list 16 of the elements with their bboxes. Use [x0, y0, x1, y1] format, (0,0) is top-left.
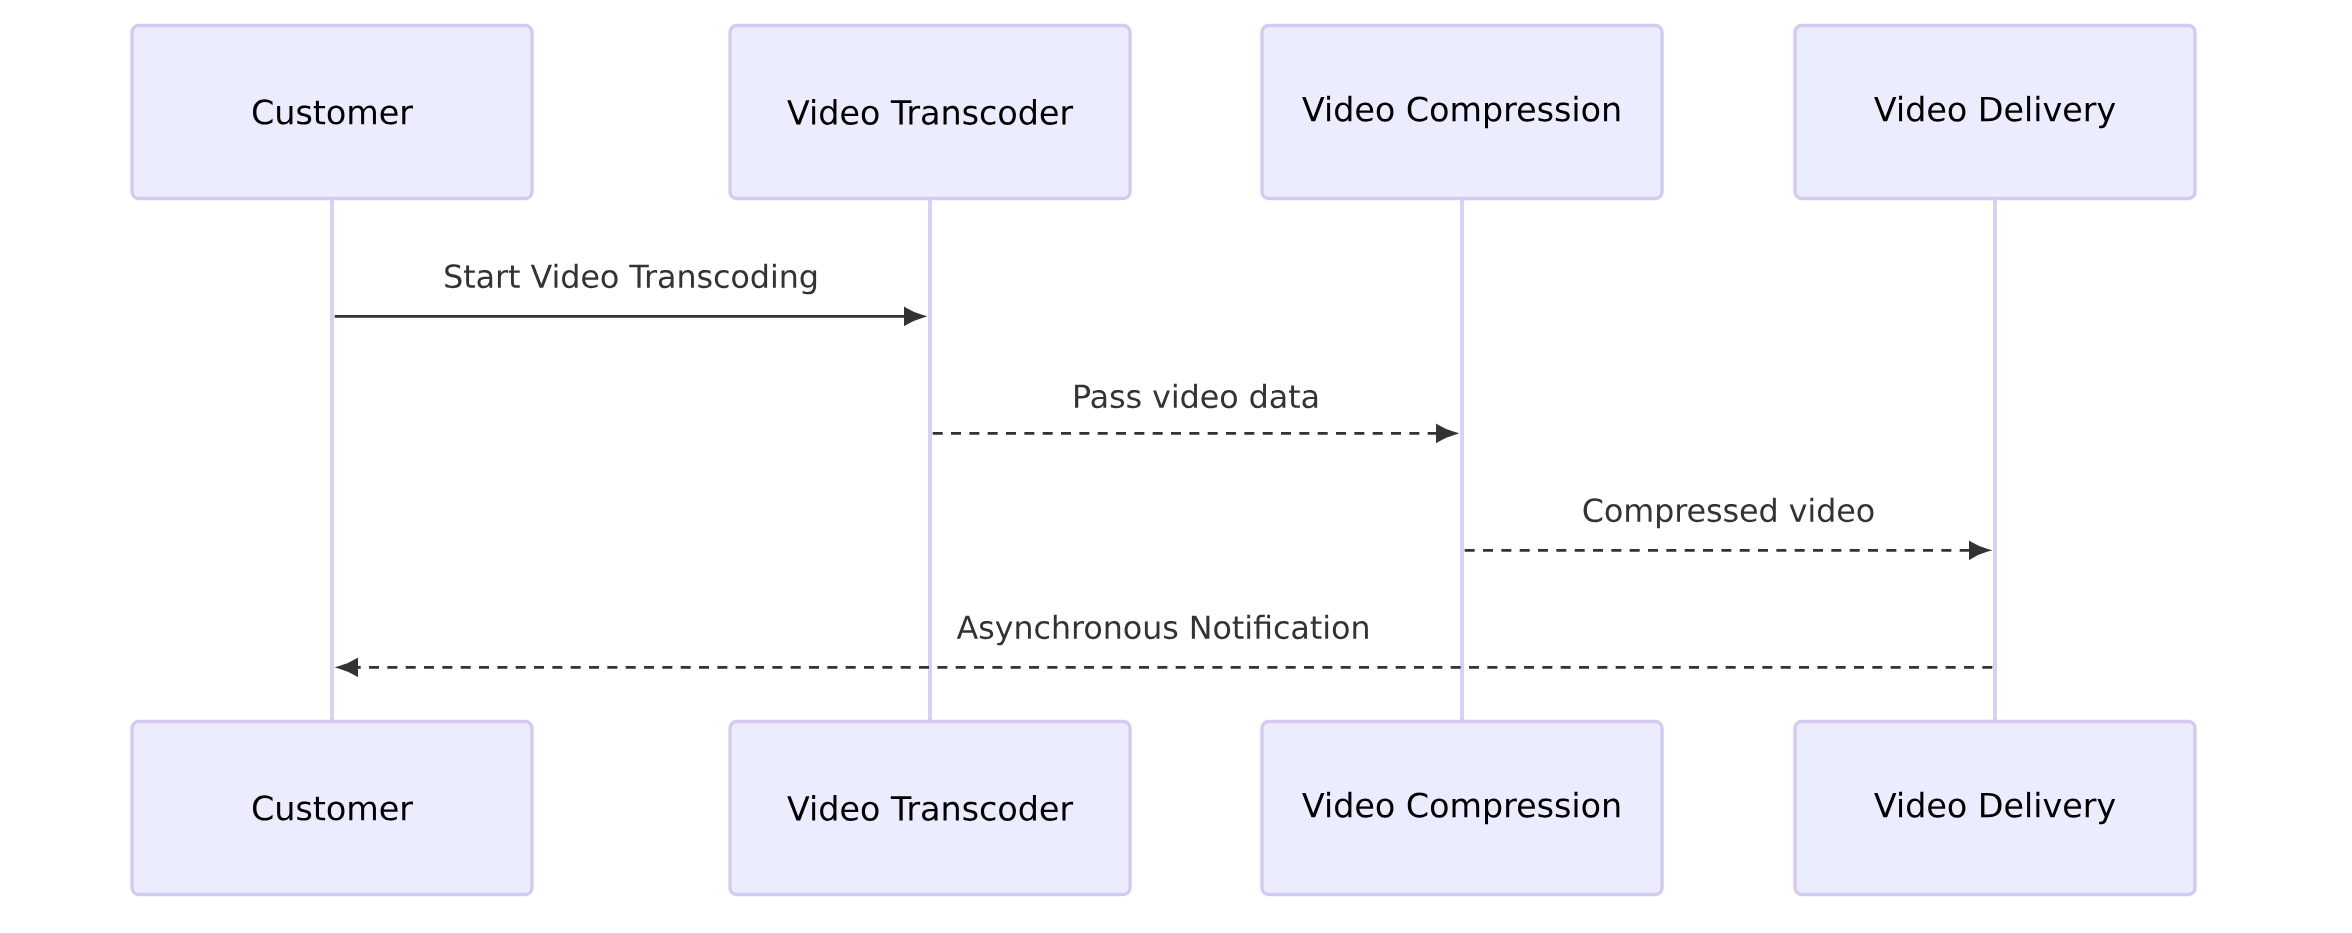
lifeline	[1993, 198, 1997, 722]
actor-box: Customer	[130, 719, 534, 897]
edge-label: Start Video Transcoding	[438, 258, 824, 300]
actor-box: Video Delivery	[1793, 23, 2197, 201]
lifeline	[330, 198, 334, 722]
actor-box: Video Compression	[1260, 23, 1664, 201]
edge-label: Asynchronous Notification	[951, 609, 1376, 651]
actor-box: Video Compression	[1260, 719, 1664, 897]
edge-label: Compressed video	[1576, 492, 1881, 534]
lifeline	[928, 198, 932, 722]
actor-box: Customer	[130, 23, 534, 201]
actor-box: Video Delivery	[1793, 719, 2197, 897]
actor-box: Video Transcoder	[728, 23, 1132, 201]
lifeline	[1460, 198, 1464, 722]
actor-box: Video Transcoder	[728, 719, 1132, 897]
edge-label: Pass video data	[1067, 378, 1326, 414]
